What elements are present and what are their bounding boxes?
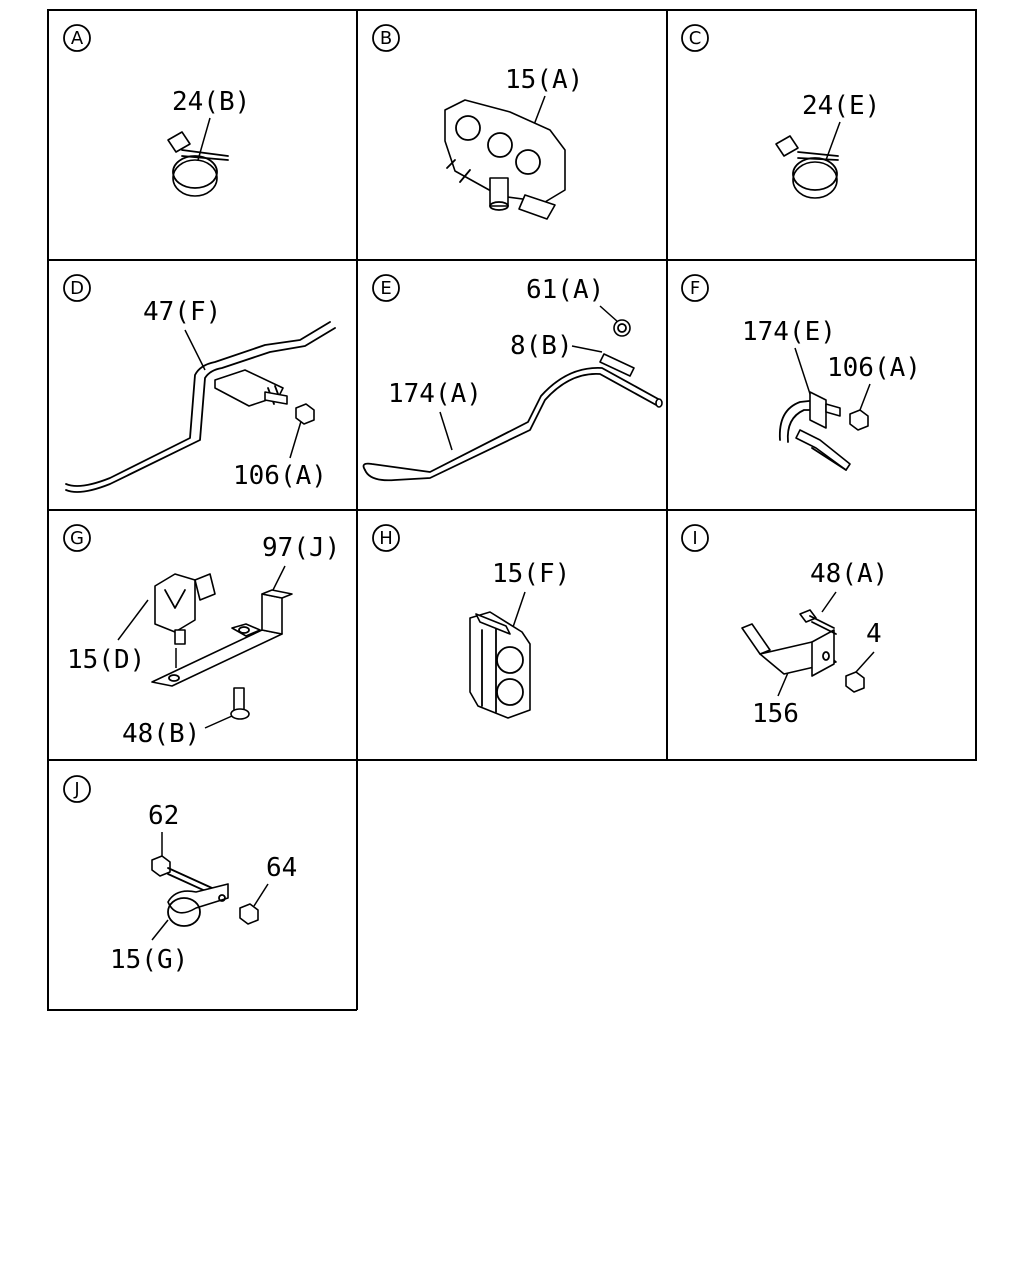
bracket-part [741, 609, 865, 693]
svg-text:H: H [379, 528, 393, 549]
svg-text:D: D [70, 278, 84, 299]
panel-g: G 97(J) 15(D) 48(B) [63, 524, 340, 749]
callout-label: 4 [866, 619, 882, 649]
panel-badge: F [681, 274, 709, 302]
panel-h: H 15(F) [372, 524, 570, 719]
callout-label: 24(B) [172, 87, 250, 117]
callout-label: 174(A) [388, 379, 482, 409]
callout-label: 15(D) [67, 645, 145, 675]
svg-text:J: J [73, 779, 79, 800]
clip-assembly-part [151, 855, 259, 927]
svg-text:G: G [70, 528, 84, 549]
panel-badge: E [372, 274, 400, 302]
callout-label: 106(A) [827, 353, 921, 383]
panel-a: A 24(B) [63, 24, 250, 197]
callout-label: 8(B) [510, 331, 573, 361]
panel-f: F 174(E) 106(A) [681, 274, 921, 471]
fuel-pipe-part [362, 319, 663, 482]
panel-grid [47, 9, 977, 1011]
callout-label: 62 [148, 801, 179, 831]
panel-j: J 62 64 15(G) [63, 775, 297, 975]
callout-label: 15(G) [110, 945, 188, 975]
hose-clamp-part [167, 131, 229, 197]
callout-label: 24(E) [802, 91, 880, 121]
callout-label: 61(A) [526, 275, 604, 305]
callout-label: 156 [752, 699, 799, 729]
callout-label: 15(F) [492, 559, 570, 589]
callout-label: 47(F) [143, 297, 221, 327]
double-pipe-clip-part [469, 611, 531, 719]
panel-badge: D [63, 274, 91, 302]
multi-pipe-clip-part [444, 99, 566, 220]
bracket-assembly-part [151, 573, 293, 720]
callout-label: 97(J) [262, 533, 340, 563]
callout-label: 48(B) [122, 719, 200, 749]
panel-badge: G [63, 524, 91, 552]
svg-text:F: F [690, 278, 700, 299]
svg-text:A: A [71, 28, 84, 49]
panel-c: C 24(E) [681, 24, 880, 199]
svg-text:I: I [692, 528, 697, 549]
callout-label: 64 [266, 853, 297, 883]
callout-label: 48(A) [810, 559, 888, 589]
panel-badge: J [63, 775, 91, 803]
callout-label: 174(E) [742, 317, 836, 347]
hose-clamp-part [775, 135, 839, 199]
panel-badge: C [681, 24, 709, 52]
callout-label: 106(A) [233, 461, 327, 491]
callout-label: 15(A) [505, 65, 583, 95]
svg-text:E: E [380, 278, 391, 299]
panel-b: B 15(A) [372, 24, 583, 220]
panel-badge: I [681, 524, 709, 552]
panel-badge: B [372, 24, 400, 52]
svg-text:C: C [689, 28, 702, 49]
svg-text:B: B [380, 28, 392, 49]
panel-badge: A [63, 24, 91, 52]
panel-badge: H [372, 524, 400, 552]
panel-i: I 48(A) 4 156 [681, 524, 888, 729]
panel-d: D 47(F) 106(A) [63, 274, 336, 493]
pipe-bracket-part [65, 321, 336, 493]
pipe-bracket-part [778, 391, 869, 471]
panel-e: E 61(A) 8(B) 174(A) [362, 274, 663, 482]
